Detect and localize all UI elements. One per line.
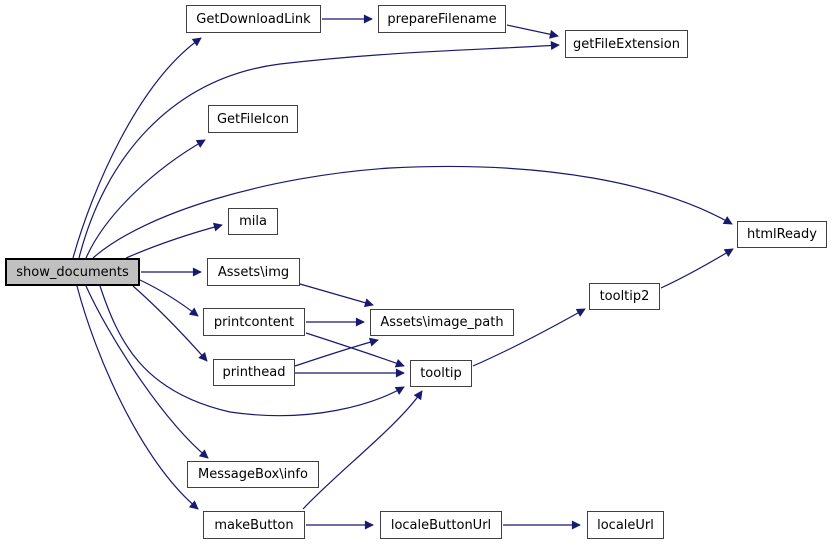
node-tooltip2[interactable]: tooltip2: [589, 283, 660, 310]
node-getFileExtension[interactable]: getFileExtension: [565, 30, 688, 58]
edge-tooltip2-to-htmlReady: [660, 248, 734, 289]
edge-show_documents-to-makeButton: [76, 285, 199, 510]
node-printcontent[interactable]: printcontent: [203, 308, 305, 336]
edge-show_documents-to-htmlReady: [92, 165, 733, 259]
node-printhead[interactable]: printhead: [213, 359, 295, 386]
edge-show_documents-to-GetFileIcon: [85, 139, 206, 259]
node-Assets-image_path[interactable]: Assets\image_path: [370, 309, 514, 336]
node-htmlReady[interactable]: htmlReady: [737, 221, 827, 248]
node-mila[interactable]: mila: [228, 208, 278, 235]
node-MessageBox-info[interactable]: MessageBox\info: [187, 461, 319, 488]
node-Assets-img[interactable]: Assets\img: [207, 258, 300, 286]
node-prepareFilename[interactable]: prepareFilename: [378, 5, 506, 33]
node-GetFileIcon[interactable]: GetFileIcon: [208, 105, 298, 133]
edge-printcontent-to-tooltip: [305, 332, 405, 368]
edge-show_documents-to-getFileExtension: [78, 41, 560, 259]
edge-printhead-to-Assets-image_path: [294, 337, 379, 367]
edge-show_documents-to-GetDownloadLink: [72, 37, 202, 259]
edge-show_documents-to-tooltip: [99, 285, 405, 417]
edge-tooltip-to-tooltip2: [472, 308, 586, 367]
node-tooltip[interactable]: tooltip: [410, 360, 472, 387]
node-localeUrl[interactable]: localeUrl: [587, 511, 664, 539]
edge-makeButton-to-tooltip: [302, 390, 423, 510]
node-makeButton[interactable]: makeButton: [203, 511, 305, 539]
edge-show_documents-to-printhead: [132, 285, 208, 362]
edge-show_documents-to-MessageBox-info: [85, 285, 209, 459]
edge-show_documents-to-printcontent: [139, 279, 199, 317]
node-GetDownloadLink[interactable]: GetDownloadLink: [186, 5, 321, 33]
node-localeButtonUrl[interactable]: localeButtonUrl: [380, 511, 502, 539]
node-show_documents: show_documents: [5, 258, 140, 286]
edge-prepareFilename-to-getFileExtension: [506, 24, 559, 39]
edge-Assets-img-to-Assets-image_path: [299, 283, 374, 308]
edge-show_documents-to-mila: [125, 222, 223, 259]
